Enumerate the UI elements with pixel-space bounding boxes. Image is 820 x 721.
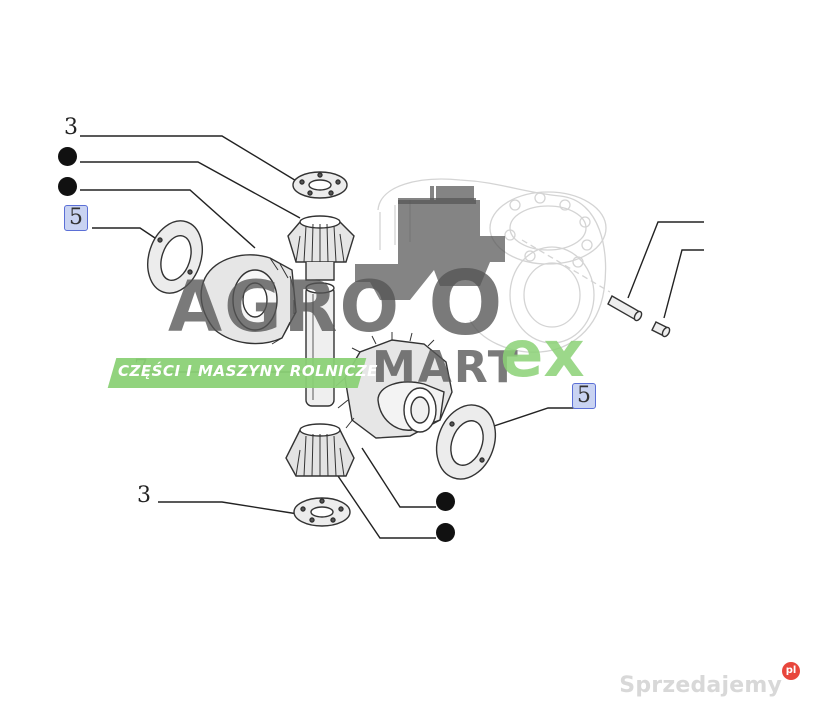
side-gear-left (200, 254, 297, 345)
callout-dot-1 (58, 147, 77, 166)
watermark-strip-text: CZĘŚCI I MASZYNY ROLNICZE (118, 362, 378, 380)
pin-short (651, 321, 671, 338)
leader-pin-long (627, 221, 704, 299)
thrust-washer-bottom (293, 497, 351, 527)
thrust-washer-left (147, 220, 203, 294)
watermark-brand-agro: AGRO (168, 266, 402, 348)
leader-3-bottom (158, 501, 299, 515)
callout-5-right: 5 (572, 383, 596, 409)
watermark-brand-ex: ex (500, 318, 585, 392)
pinion-gear-top (287, 215, 355, 281)
callout-3-bottom: 3 (137, 483, 151, 508)
tractor-logo-watermark (355, 186, 505, 300)
thrust-washer-right (435, 404, 497, 480)
leader-pin-short (663, 249, 704, 319)
side-gear-right (335, 332, 453, 439)
callout-dot-4 (436, 523, 455, 542)
leader-dot-3 (361, 447, 436, 508)
pinion-gear-bottom (285, 423, 355, 477)
leader-5-left (92, 227, 159, 241)
leader-5-right (487, 407, 580, 429)
leader-dot-1 (80, 161, 301, 219)
leader-3-top (80, 135, 299, 183)
callout-3-top: 3 (64, 115, 78, 140)
leader-dot-2 (80, 189, 256, 249)
thrust-washer-top (292, 171, 348, 199)
leader-dot-4 (337, 475, 436, 539)
callout-5-left: 5 (64, 205, 88, 231)
leader-lines (80, 135, 704, 539)
pin-long (607, 295, 643, 322)
watermark-brand-o: O (428, 252, 505, 355)
watermark-site: Sprzedajemy (619, 673, 782, 698)
ghost-housing (377, 178, 611, 353)
callout-dot-2 (58, 177, 77, 196)
watermark-site-badge: pl (782, 662, 800, 680)
callout-dot-3 (436, 492, 455, 511)
watermark-brand-mart: MART (372, 342, 520, 393)
